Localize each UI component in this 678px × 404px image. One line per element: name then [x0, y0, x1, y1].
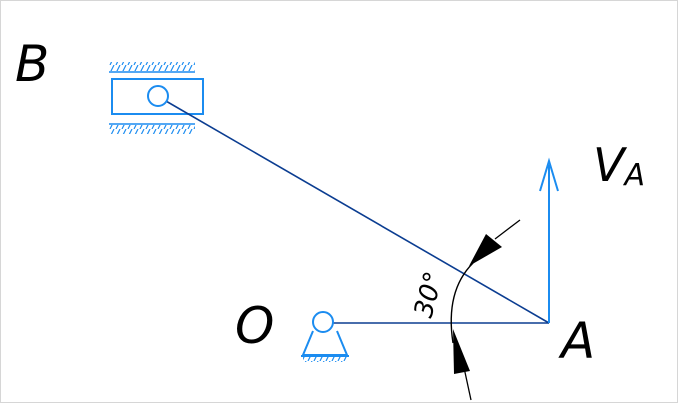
connecting-rod-ab [158, 96, 550, 324]
label-angle: 30° [409, 269, 450, 321]
velocity-arrowhead [539, 157, 559, 192]
fixed-support-o [301, 330, 349, 362]
angle-leader-top [494, 219, 521, 240]
angle-arrowhead-bottom [453, 329, 470, 374]
label-point-o: O [235, 297, 274, 355]
joint-b [147, 85, 169, 107]
slider-block [111, 78, 204, 115]
angle-arrowhead-top [469, 234, 502, 266]
label-velocity-main: V [593, 138, 628, 192]
label-velocity-sub: A [622, 158, 645, 193]
label-point-b: B [15, 35, 49, 93]
label-point-a: A [558, 312, 595, 370]
angle-arc [450, 262, 474, 344]
slider-guide-bottom [109, 123, 195, 134]
joint-o [312, 311, 334, 333]
label-velocity: VA [593, 138, 645, 193]
slider-guide-top [109, 62, 195, 73]
